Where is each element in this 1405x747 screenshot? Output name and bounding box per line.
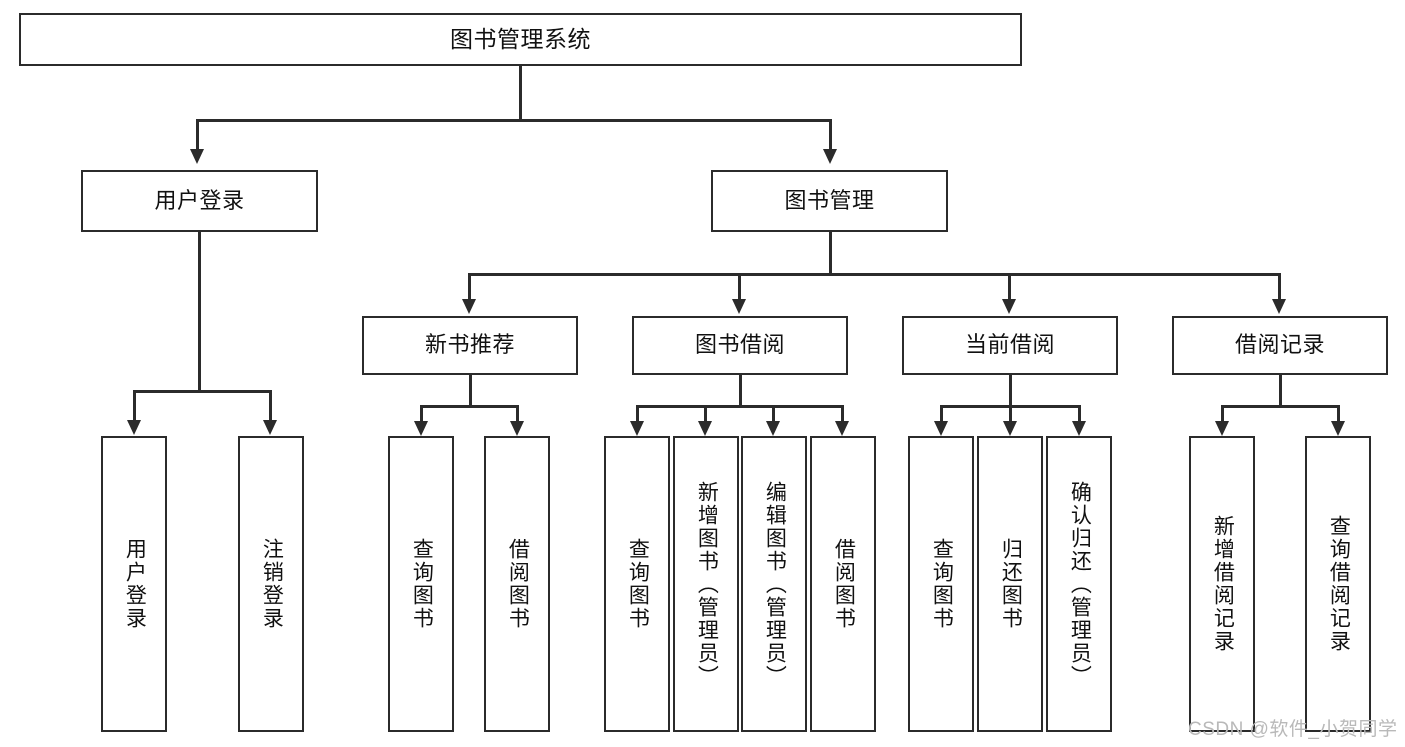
leaf-borrow-book-recommend[interactable]: 借阅图书: [484, 436, 550, 732]
arrow-to-leaf-edit-book: [766, 421, 780, 436]
node-label: 新增图书（管理员）: [695, 480, 719, 688]
leaf-borrow-book-borrow[interactable]: 借阅图书: [810, 436, 876, 732]
node-label: 查询借阅记录: [1327, 515, 1351, 653]
arrow-to-leaf-logout: [263, 420, 277, 435]
arrow-to-leaf-user-login: [127, 420, 141, 435]
node-label: 新增借阅记录: [1211, 515, 1235, 653]
node-label: 注销登录: [260, 538, 284, 630]
arrow-to-book-manage: [823, 149, 837, 164]
node-label: 图书管理系统: [450, 25, 591, 52]
arrow-to-leaf-query-book-3: [934, 421, 948, 436]
edge-user-login-drop-1: [133, 390, 136, 422]
node-label: 借阅记录: [1234, 332, 1325, 358]
edge-new-book-bus: [420, 405, 519, 408]
arrow-to-leaf-borrow-book-2: [835, 421, 849, 436]
leaf-return-book[interactable]: 归还图书: [977, 436, 1043, 732]
node-label: 用户登录: [154, 187, 245, 213]
edge-book-manage-drop-4: [1278, 273, 1281, 301]
edge-book-manage-drop-2: [738, 273, 741, 301]
edge-current-borrow-drop-3: [1078, 405, 1081, 423]
edge-book-borrow-bus: [636, 405, 843, 408]
arrow-to-leaf-query-record: [1331, 421, 1345, 436]
node-label: 确认归还（管理员）: [1068, 480, 1092, 688]
edge-book-manage-drop-3: [1008, 273, 1011, 301]
leaf-user-login[interactable]: 用户登录: [101, 436, 167, 732]
node-label: 查询图书: [930, 538, 954, 630]
edge-borrow-records-drop-2: [1337, 405, 1340, 423]
leaf-confirm-return-admin[interactable]: 确认归还（管理员）: [1046, 436, 1112, 732]
edge-book-manage-drop-1: [468, 273, 471, 301]
arrow-to-leaf-return-book: [1003, 421, 1017, 436]
arrow-to-leaf-query-book-1: [414, 421, 428, 436]
leaf-query-book-current[interactable]: 查询图书: [908, 436, 974, 732]
arrow-to-current-borrow: [1002, 299, 1016, 314]
leaf-add-book-admin[interactable]: 新增图书（管理员）: [673, 436, 739, 732]
leaf-add-borrow-record[interactable]: 新增借阅记录: [1189, 436, 1255, 732]
arrow-to-leaf-borrow-book-1: [510, 421, 524, 436]
edge-root-bus: [196, 119, 832, 122]
edge-root-to-user-login: [196, 119, 199, 151]
node-label: 新书推荐: [424, 332, 515, 358]
edge-user-login-bus: [133, 390, 270, 393]
arrow-to-leaf-add-book: [698, 421, 712, 436]
node-root-library-system[interactable]: 图书管理系统: [19, 13, 1022, 66]
arrow-to-leaf-confirm-return: [1072, 421, 1086, 436]
leaf-edit-book-admin[interactable]: 编辑图书（管理员）: [741, 436, 807, 732]
edge-new-book-drop-1: [420, 405, 423, 423]
node-label: 查询图书: [626, 538, 650, 630]
edge-current-borrow-drop-2: [1009, 405, 1012, 423]
leaf-logout[interactable]: 注销登录: [238, 436, 304, 732]
edge-borrow-records-stem: [1279, 375, 1282, 405]
arrow-to-leaf-query-book-2: [630, 421, 644, 436]
edge-book-borrow-drop-4: [841, 405, 844, 423]
arrow-to-leaf-add-record: [1215, 421, 1229, 436]
edge-user-login-stem: [198, 232, 201, 390]
edge-root-stem: [519, 66, 522, 119]
edge-book-borrow-drop-2: [704, 405, 707, 423]
node-new-book-recommend[interactable]: 新书推荐: [362, 316, 578, 375]
node-book-borrow[interactable]: 图书借阅: [632, 316, 848, 375]
csdn-watermark: CSDN @软件_小贺同学: [1188, 719, 1398, 740]
node-current-borrow[interactable]: 当前借阅: [902, 316, 1118, 375]
edge-book-manage-stem: [829, 232, 832, 273]
edge-user-login-drop-2: [269, 390, 272, 422]
edge-book-manage-bus: [468, 273, 1281, 276]
arrow-to-borrow-records: [1272, 299, 1286, 314]
edge-book-borrow-drop-3: [772, 405, 775, 423]
node-label: 图书借阅: [694, 332, 785, 358]
node-label: 当前借阅: [964, 332, 1055, 358]
edge-book-borrow-drop-1: [636, 405, 639, 423]
arrow-to-new-book-recommend: [462, 299, 476, 314]
leaf-query-book-borrow[interactable]: 查询图书: [604, 436, 670, 732]
edge-current-borrow-drop-1: [940, 405, 943, 423]
edge-borrow-records-bus: [1221, 405, 1339, 408]
node-label: 借阅图书: [832, 538, 856, 630]
edge-new-book-stem: [469, 375, 472, 405]
arrow-to-book-borrow: [732, 299, 746, 314]
edge-current-borrow-stem: [1009, 375, 1012, 405]
leaf-query-book-recommend[interactable]: 查询图书: [388, 436, 454, 732]
edge-new-book-drop-2: [516, 405, 519, 423]
arrow-to-user-login: [190, 149, 204, 164]
node-label: 编辑图书（管理员）: [763, 480, 787, 688]
edge-book-borrow-stem: [739, 375, 742, 405]
leaf-query-borrow-record[interactable]: 查询借阅记录: [1305, 436, 1371, 732]
node-user-login[interactable]: 用户登录: [81, 170, 318, 232]
node-label: 查询图书: [410, 538, 434, 630]
node-label: 用户登录: [123, 538, 147, 630]
node-label: 借阅图书: [506, 538, 530, 630]
node-borrow-records[interactable]: 借阅记录: [1172, 316, 1388, 375]
edge-root-to-book-manage: [829, 119, 832, 151]
node-label: 归还图书: [999, 538, 1023, 630]
node-book-management[interactable]: 图书管理: [711, 170, 948, 232]
node-label: 图书管理: [784, 187, 875, 213]
edge-borrow-records-drop-1: [1221, 405, 1224, 423]
